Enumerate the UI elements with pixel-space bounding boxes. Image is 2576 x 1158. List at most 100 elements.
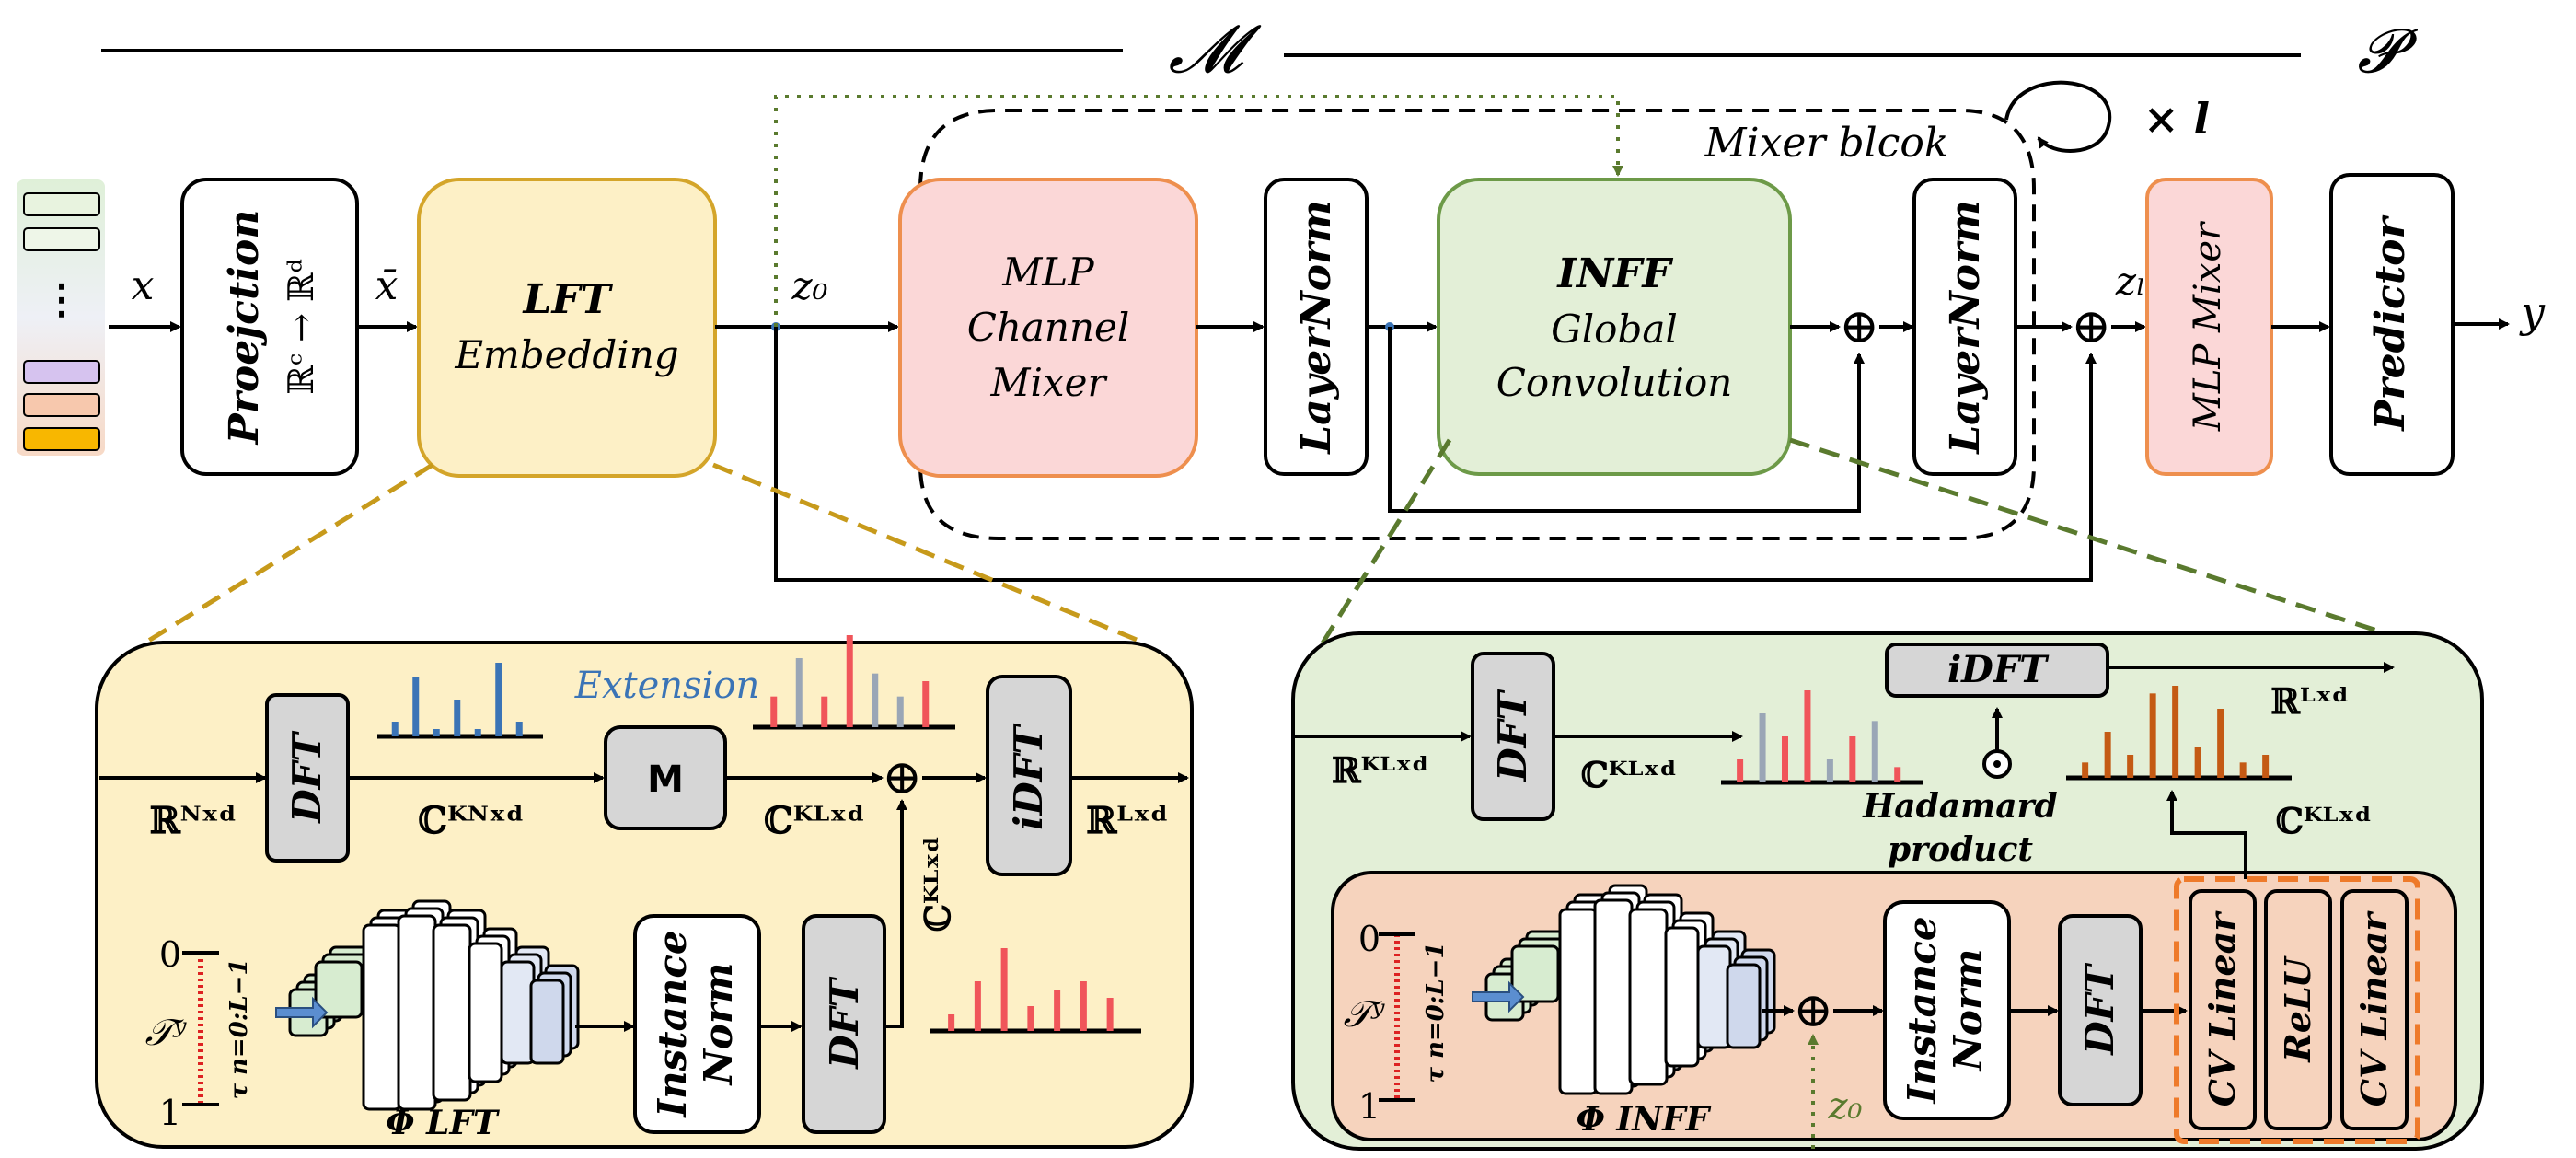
spectrum-bar (1894, 767, 1901, 782)
inff-tau-top: 0 (1358, 919, 1380, 959)
mlp-channel-mixer-line1: MLP (1001, 249, 1094, 295)
spectrum-bar (821, 696, 828, 727)
spectrum-bar (1027, 1006, 1034, 1031)
spectrum-bar (922, 681, 930, 727)
inff-title: INFF (1555, 250, 1673, 297)
spectrum-bar (2239, 762, 2247, 778)
hadamard-line1: Hadamard (1862, 787, 2057, 826)
phi-layer (314, 960, 364, 1019)
inff-phi-label: Φ INFF (1577, 1100, 1712, 1139)
layernorm-2-label: LayerNorm (1942, 200, 1989, 456)
spectrum-bar (1759, 713, 1766, 782)
predictor-label: Predictor (2367, 214, 2414, 432)
input-x-label: x (132, 262, 155, 309)
inff-instance-norm-2: Norm (1946, 949, 1991, 1073)
spectrum-bar (1054, 990, 1061, 1031)
inff-block: INFF Global Convolution (1437, 178, 1792, 476)
spectrum-bar (1000, 948, 1008, 1031)
phi-layer (500, 960, 536, 1065)
spectrum-bar (454, 700, 461, 736)
spectrum-bar (474, 729, 481, 736)
inff-in-dim: ℝᴷᴸˣᵈ (1332, 749, 1429, 791)
mlp-mixer-label: MLP Mixer (2187, 220, 2229, 432)
lft-title: LFT (522, 276, 614, 323)
spectrum-bar (1804, 690, 1811, 782)
inff-tau-sub: τ n=0:L−1 (1422, 942, 1450, 1083)
inff-instance-norm-1: Instance (1900, 916, 1945, 1104)
phi-layer (1558, 908, 1599, 1095)
spectrum-bar (770, 696, 778, 727)
z0-label: z₀ (791, 263, 828, 308)
phi-layer (468, 942, 503, 1083)
inff-phi-network (1472, 884, 1776, 1095)
phi-layer (1726, 963, 1762, 1049)
phi-layer (397, 914, 437, 1111)
phi-layer (432, 923, 472, 1102)
spectrum-bar (974, 981, 981, 1031)
model-symbol: 𝓜 (1169, 10, 1262, 87)
spectrum-bar (2082, 762, 2089, 778)
lft-in-dim: ℝᴺˣᵈ (149, 799, 237, 842)
spectrum-bar (412, 677, 420, 736)
layernorm-1-label: LayerNorm (1293, 200, 1340, 456)
spectrum-bar (1826, 759, 1833, 782)
spectrum-bar (795, 658, 803, 727)
inff-plus: ⊕ (1793, 983, 1833, 1038)
lft-spectrum-extended (753, 635, 955, 730)
predictor-symbol: 𝓟 (2357, 16, 2418, 87)
inff-z0-label: z₀ (1827, 1085, 1862, 1128)
lft-tau-sub: τ n=0:L−1 (225, 958, 253, 1099)
spectrum-bar (2149, 693, 2156, 778)
zl-label: zₗ (2115, 259, 2145, 304)
phi-layer (362, 923, 402, 1111)
predictor-block: Predictor (2329, 173, 2455, 476)
lft-spectrum-tau (930, 948, 1141, 1034)
mlp-channel-mixer-line3: Mixer (989, 360, 1108, 405)
spectrum-bar (1871, 721, 1878, 782)
input-stack: ⋮ (17, 179, 105, 456)
phi-layer (1628, 908, 1669, 1086)
output-y-label: y (2519, 287, 2546, 337)
inff-c-kl2: ℂᴷᴸˣᵈ (2276, 800, 2373, 841)
hadamard-line2: product (1888, 830, 2033, 869)
lft-subtitle: Embedding (454, 332, 678, 377)
lft-spectrum-kn (377, 663, 543, 739)
spectrum-bar (515, 722, 523, 736)
lft-phi-label: Φ LFT (386, 1104, 500, 1142)
inff-line2: Convolution (1496, 360, 1733, 405)
inff-detail-panel: ℝᴷᴸˣᵈ DFT ℂᴷᴸˣᵈ iDFT ℝᴸˣᵈ Hadamard produ… (1291, 631, 2484, 1151)
spectrum-bar (433, 729, 440, 736)
projection-formula: ℝᶜ → ℝᵈ (281, 259, 321, 395)
inff-spectrum-2 (2066, 686, 2292, 781)
mixer-block: Mixer blcok × l (918, 80, 2210, 540)
spectrum-bar (2104, 732, 2111, 778)
phi-layer (1510, 944, 1560, 1003)
lft-tau-symbol: 𝒯ʸ (145, 1012, 188, 1054)
lft-dft1-label: DFT (284, 731, 329, 824)
extension-label: Extension (574, 665, 759, 707)
lft-instance-norm-1: Instance (650, 930, 695, 1117)
mixer-block-label: Mixer blcok (1704, 120, 1948, 167)
spectrum-bar (896, 696, 904, 727)
spectrum-bar (391, 722, 399, 736)
lft-phi-network (275, 899, 580, 1111)
input-dots: ⋮ (41, 276, 82, 323)
lft-tau-bottom: 1 (159, 1093, 181, 1133)
spectrum-bar (1106, 998, 1114, 1031)
inff-out-dim: ℝᴸˣᵈ (2270, 680, 2349, 722)
spectrum-bar (1849, 736, 1856, 782)
layernorm-2-block: LayerNorm (1912, 178, 2017, 476)
mlp-mixer-block: MLP Mixer (2145, 178, 2273, 476)
cv-linear-1-label: CV Linear (2201, 910, 2243, 1107)
lft-out-dim: ℝᴸˣᵈ (1086, 799, 1169, 842)
lft-detail-panel: ℝᴺˣᵈ DFT ℂᴷᴺˣᵈ Extension M ℂᴷᴸˣᵈ ⊕ iDFT … (95, 635, 1194, 1149)
inff-c-kl: ℂᴷᴸˣᵈ (1581, 754, 1678, 795)
spectrum-bar (2172, 686, 2179, 778)
relu-label: ReLU (2277, 955, 2318, 1062)
lft-plus: ⊕ (882, 750, 922, 805)
spectrum-bar (1782, 736, 1788, 782)
spectrum-bar (2194, 747, 2201, 778)
lft-instance-norm-2: Norm (696, 963, 741, 1087)
m-box-label: M (647, 758, 684, 801)
